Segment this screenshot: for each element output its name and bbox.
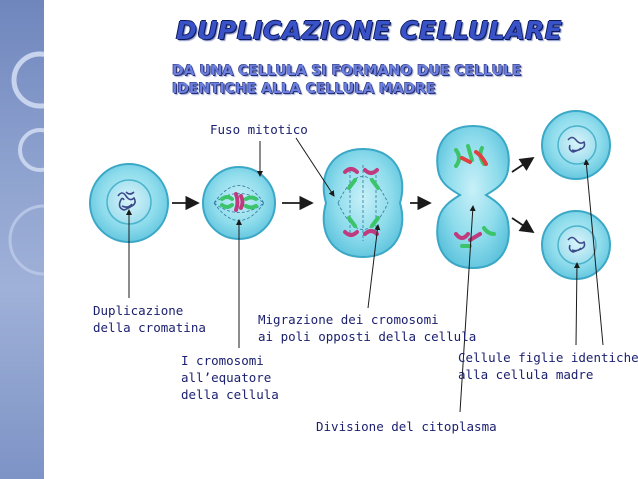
decorative-left-band (0, 0, 44, 479)
label-fuso-mitotico: Fuso mitotico (210, 122, 308, 137)
cell-metaphase (202, 166, 276, 240)
subtitle-line-1: DA UNA CELLULA SI FORMANO DUE CELLULE (172, 63, 522, 79)
label-duplicazione-cromatina: Duplicazione della cromatina (93, 303, 206, 335)
cell-anaphase (322, 147, 404, 259)
label-pointers (126, 137, 604, 413)
daughter-cell-bottom (541, 210, 611, 280)
page-title: DUPLICAZIONE CELLULARE (176, 16, 563, 45)
label-cellule-figlie: Cellule figlie identiche alla cellula ma… (458, 350, 638, 382)
page-subtitle: DA UNA CELLULA SI FORMANO DUE CELLULE ID… (172, 62, 521, 98)
process-arrows (172, 157, 535, 233)
daughter-cell-top (541, 110, 611, 180)
label-cromosomi-equatore: I cromosomi all’equatore della cellula (181, 353, 279, 402)
decorative-circles (8, 51, 44, 276)
label-migrazione-cromosomi: Migrazione dei cromosomi ai poli opposti… (258, 312, 477, 344)
subtitle-line-2: IDENTICHE ALLA CELLULA MADRE (172, 81, 436, 97)
cell-cytokinesis (436, 124, 510, 270)
label-divisione-citoplasma: Divisione del citoplasma (316, 419, 497, 434)
cell-interphase (89, 163, 169, 243)
